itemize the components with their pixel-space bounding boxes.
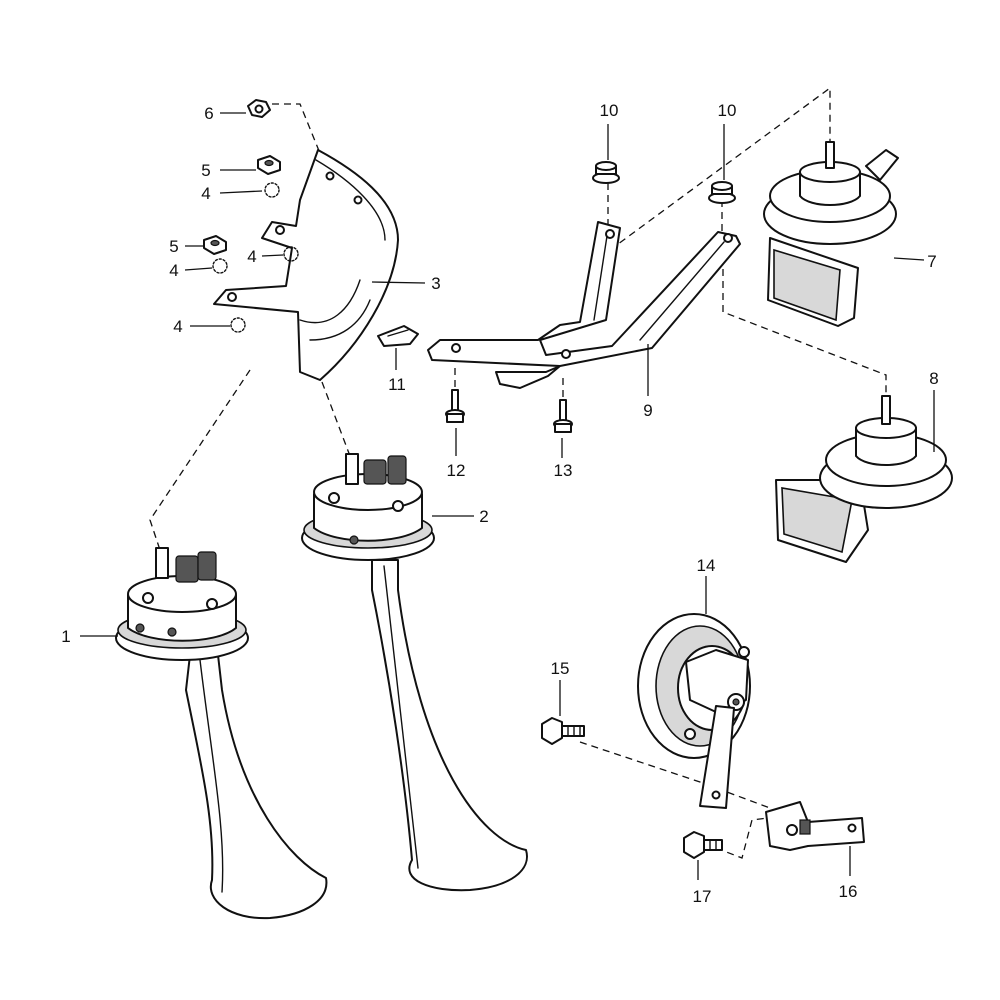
callout-10-a: 10 bbox=[600, 101, 619, 120]
small-bracket-16 bbox=[765, 801, 865, 851]
callout-1: 1 bbox=[61, 627, 70, 646]
spring-clip-11 bbox=[377, 325, 419, 347]
bolt-17 bbox=[683, 831, 723, 859]
callout-2: 2 bbox=[479, 507, 488, 526]
callout-4-a: 4 bbox=[201, 184, 210, 203]
callout-3: 3 bbox=[431, 274, 440, 293]
callout-7: 7 bbox=[927, 252, 936, 271]
hex-nut-5-lower bbox=[203, 235, 227, 255]
bolt-12 bbox=[445, 389, 465, 423]
bolt-13 bbox=[553, 399, 573, 433]
callout-4-c: 4 bbox=[247, 247, 256, 266]
callout-4-b: 4 bbox=[169, 261, 178, 280]
hex-nut-6 bbox=[247, 99, 271, 118]
callout-6: 6 bbox=[204, 104, 213, 123]
callout-13: 13 bbox=[554, 461, 573, 480]
callout-4-d: 4 bbox=[173, 317, 182, 336]
callout-12: 12 bbox=[447, 461, 466, 480]
callout-numbers: 1 2 3 4 4 4 4 5 5 6 7 8 9 10 10 11 12 13… bbox=[61, 101, 938, 906]
trumpet-horn-left bbox=[115, 547, 328, 920]
callout-11: 11 bbox=[388, 375, 406, 394]
snail-horn-lower bbox=[775, 395, 953, 563]
bolt-15 bbox=[541, 717, 585, 745]
hex-nut-5-upper bbox=[257, 155, 281, 175]
callout-17: 17 bbox=[693, 887, 712, 906]
flange-nut-10-right bbox=[708, 181, 736, 204]
callout-15: 15 bbox=[551, 659, 570, 678]
snail-horn-upper bbox=[763, 141, 899, 327]
callout-5-b: 5 bbox=[169, 237, 178, 256]
callout-5-a: 5 bbox=[201, 161, 210, 180]
trumpet-horn-middle bbox=[301, 453, 528, 892]
lock-washers-4 bbox=[212, 182, 299, 333]
flange-nut-10-left bbox=[592, 161, 620, 184]
disc-horn bbox=[637, 613, 751, 809]
horn-mounting-bracket bbox=[427, 221, 741, 389]
assembly-dashed-lines bbox=[149, 86, 887, 859]
leader-lines bbox=[80, 112, 935, 880]
callout-9: 9 bbox=[643, 401, 652, 420]
callout-16: 16 bbox=[839, 882, 858, 901]
callout-8: 8 bbox=[929, 369, 938, 388]
callout-10-b: 10 bbox=[718, 101, 737, 120]
horn-bracket bbox=[213, 149, 399, 381]
callout-14: 14 bbox=[697, 556, 716, 575]
